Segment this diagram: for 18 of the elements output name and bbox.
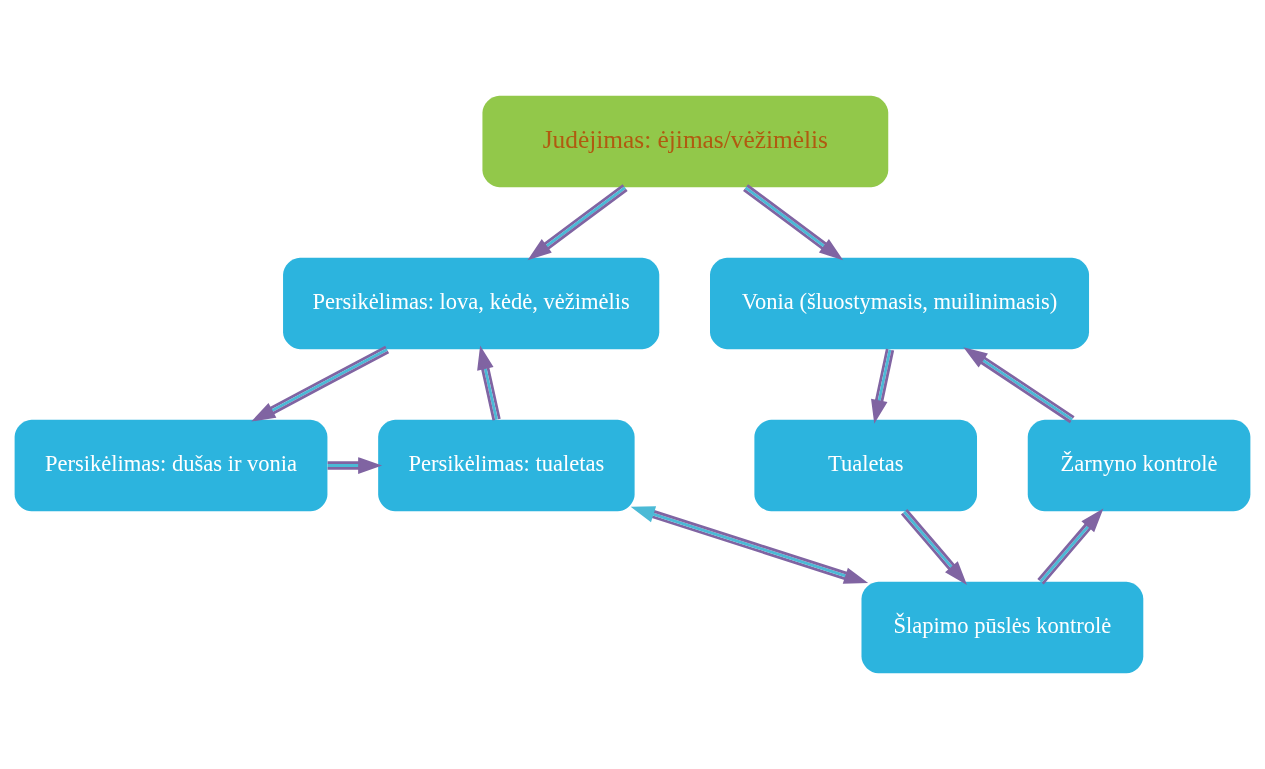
arrow (477, 345, 501, 421)
node-box: Tualetas (754, 419, 977, 512)
arrow (900, 508, 968, 585)
arrow (963, 347, 1075, 424)
node-box: Šlapimo pūslės kontrolė (861, 581, 1144, 674)
node-box: Persikėlimas: tualetas (378, 419, 635, 512)
arrow (871, 348, 895, 424)
arrow (743, 184, 844, 261)
node-box: Vonia (šluostymasis, muilinimasis) (710, 257, 1090, 350)
arrow (527, 184, 628, 261)
node-box: Persikėlimas: dušas ir vonia (14, 419, 328, 512)
node-box: Judėjimas: ėjimas/vėžimėlis (482, 95, 889, 188)
node-box: Persikėlimas: lova, kėdė, vėžimėlis (283, 257, 660, 350)
node-box: Žarnyno kontrolė (1027, 419, 1251, 512)
arrow (630, 506, 869, 584)
arrow (327, 457, 383, 474)
arrow (251, 345, 390, 422)
arrow (1037, 508, 1104, 585)
